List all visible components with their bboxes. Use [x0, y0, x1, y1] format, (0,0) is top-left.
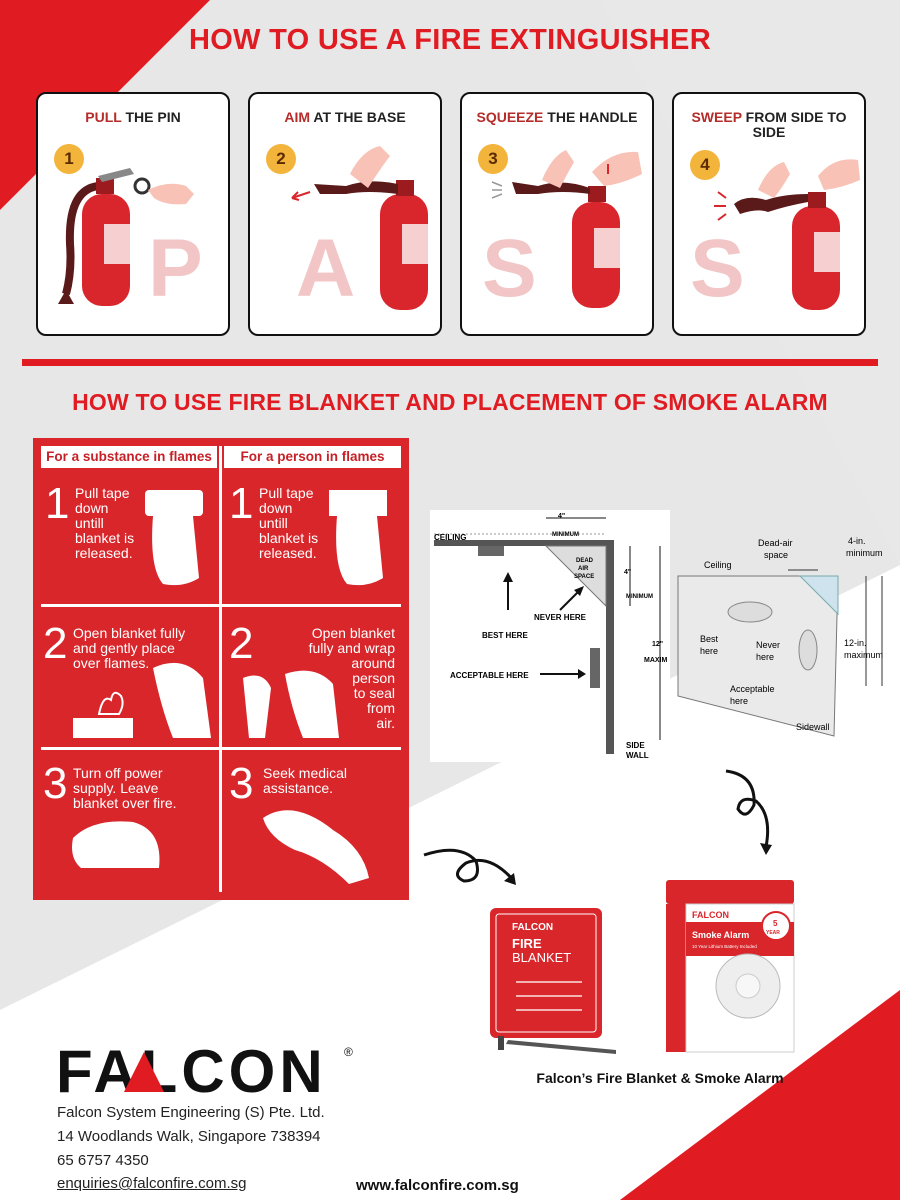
- diagram-label: ACCEPTABLE HERE: [450, 671, 529, 680]
- step-card-aim: A AIM AT THE BASE 2: [248, 92, 442, 336]
- instruction-number: 2: [229, 619, 254, 668]
- alarm-subtitle: 10 Year Lithium Battery Included: [692, 944, 757, 949]
- blanket-line2: BLANKET: [512, 950, 571, 965]
- instruction-text: Turn off power supply. Leave blanket ove…: [73, 765, 177, 811]
- logo-text: FALCON: [56, 1038, 327, 1098]
- blanket-line1: FIRE: [512, 936, 542, 951]
- instruction-number: 1: [45, 479, 70, 528]
- fire-blanket-instructions: For a substance in flames For a person i…: [33, 438, 409, 900]
- alarm-badge-top: 5: [773, 919, 778, 928]
- step-title: SQUEEZE THE HANDLE: [476, 109, 638, 125]
- diagram-label: Never: [756, 640, 780, 650]
- diagram-label: CEILING: [434, 533, 466, 542]
- panel-divider: [219, 446, 222, 892]
- alarm-product: Smoke Alarm: [692, 930, 749, 940]
- instruction-text: Open blanket fully and wrap around perso…: [308, 625, 395, 731]
- alarm-badge-bottom: YEAR: [766, 930, 780, 936]
- step-card-pull: P PULL THE PIN 1: [36, 92, 230, 336]
- products-caption: Falcon’s Fire Blanket & Smoke Alarm: [536, 1070, 784, 1086]
- instruction-text: Open blanket fully and gently place over…: [73, 625, 186, 671]
- diagram-label: 4": [558, 513, 565, 520]
- step-title: SWEEP FROM SIDE TO SIDE: [691, 109, 847, 140]
- alarm-brand: FALCON: [692, 910, 729, 920]
- company-address: 14 Woodlands Walk, Singapore 738394: [57, 1128, 321, 1145]
- company-email[interactable]: enquiries@falconfire.com.sg: [57, 1175, 247, 1192]
- falcon-logo: FALCON ®: [56, 1038, 353, 1098]
- diagram-label: 4": [624, 569, 631, 576]
- step-number-badge: 2: [266, 144, 296, 174]
- diagram-label: NEVER HERE: [534, 613, 587, 622]
- diagram-label: here: [700, 646, 718, 656]
- blanket-section-title: HOW TO USE FIRE BLANKET AND PLACEMENT OF…: [72, 389, 828, 415]
- step-title: AIM AT THE BASE: [284, 109, 406, 125]
- diagram-label: maximum: [844, 650, 883, 660]
- instruction-number: 1: [229, 479, 254, 528]
- smoke-alarm-3d-diagram: Ceiling Dead-air space 4-in. minimum Bes…: [677, 536, 883, 737]
- diagram-label: space: [764, 550, 788, 560]
- blanket-illustrations: [72, 490, 387, 884]
- curly-arrow-icon: [725, 769, 772, 855]
- step-letter: S: [482, 223, 537, 314]
- pull-pin-icon: [58, 168, 194, 306]
- diagram-label: Sidewall: [796, 722, 830, 732]
- diagram-label: here: [756, 652, 774, 662]
- column-header-person: For a person in flames: [224, 446, 401, 468]
- diagram-label: Best: [700, 634, 719, 644]
- instruction-number: 2: [43, 619, 68, 668]
- diagram-label: MINIMUM: [626, 594, 653, 600]
- step-title: PULL THE PIN: [85, 109, 181, 125]
- diagram-label: AIR: [578, 566, 589, 572]
- diagram-label: here: [730, 696, 748, 706]
- instruction-number: 3: [43, 759, 68, 808]
- step-letter: P: [148, 223, 203, 314]
- step-card-squeeze: S SQUEEZE THE HANDLE 3: [460, 92, 654, 336]
- step-card-sweep: S SWEEP FROM SIDE TO SIDE 4: [672, 92, 866, 336]
- diagram-label: MAXIM: [644, 657, 668, 664]
- instruction-text: Seek medical assistance.: [263, 765, 348, 796]
- diagram-label: 4-in.: [848, 536, 866, 546]
- smoke-alarm-placement-diagram: 4" MINIMUM CEILING DEAD AIR SPACE 4" MIN…: [430, 510, 670, 762]
- step-number-badge: 3: [478, 144, 508, 174]
- step-number-badge: 1: [54, 144, 84, 174]
- aim-nozzle-icon: [291, 146, 428, 310]
- registered-mark: ®: [344, 1045, 353, 1059]
- diagram-label: Ceiling: [704, 560, 732, 570]
- diagram-label: 12-in.: [844, 638, 867, 648]
- panel-divider: [41, 604, 401, 607]
- panel-divider: [41, 747, 401, 750]
- section-divider: [22, 359, 878, 366]
- instruction-number: 3: [229, 759, 254, 808]
- diagram-label: BEST HERE: [482, 631, 528, 640]
- step-letter: A: [296, 223, 356, 314]
- step-letter: S: [690, 223, 745, 314]
- diagram-label: Dead-air: [758, 538, 793, 548]
- step-number-badge: 4: [690, 150, 720, 180]
- diagram-label: SIDE: [626, 741, 645, 750]
- instruction-text: Pull tape down untill blanket is release…: [75, 485, 135, 561]
- diagram-label: SPACE: [574, 574, 594, 580]
- extinguisher-section-title: HOW TO USE A FIRE EXTINGUISHER: [189, 24, 711, 56]
- company-name: Falcon System Engineering (S) Pte. Ltd.: [57, 1104, 325, 1121]
- sweep-icon: [714, 159, 860, 310]
- company-phone: 65 6757 4350: [57, 1152, 149, 1169]
- diagram-label: minimum: [846, 548, 883, 558]
- instruction-text: Pull tape down untill blanket is release…: [259, 485, 319, 561]
- blanket-brand: FALCON: [512, 922, 553, 933]
- website-link[interactable]: www.falconfire.com.sg: [356, 1177, 519, 1194]
- curly-arrow-icon: [423, 848, 516, 885]
- diagram-label: DEAD: [576, 558, 594, 564]
- fire-blanket-product: FALCON FIRE BLANKET: [490, 908, 616, 1054]
- diagram-label: MINIMUM: [552, 532, 579, 538]
- column-header-substance: For a substance in flames: [41, 446, 217, 468]
- squeeze-handle-icon: [491, 150, 642, 308]
- diagram-label: 12": [652, 641, 663, 648]
- diagram-label: WALL: [626, 751, 649, 760]
- diagram-label: Acceptable: [730, 684, 775, 694]
- smoke-alarm-product: FALCON Smoke Alarm 10 Year Lithium Batte…: [666, 880, 795, 1053]
